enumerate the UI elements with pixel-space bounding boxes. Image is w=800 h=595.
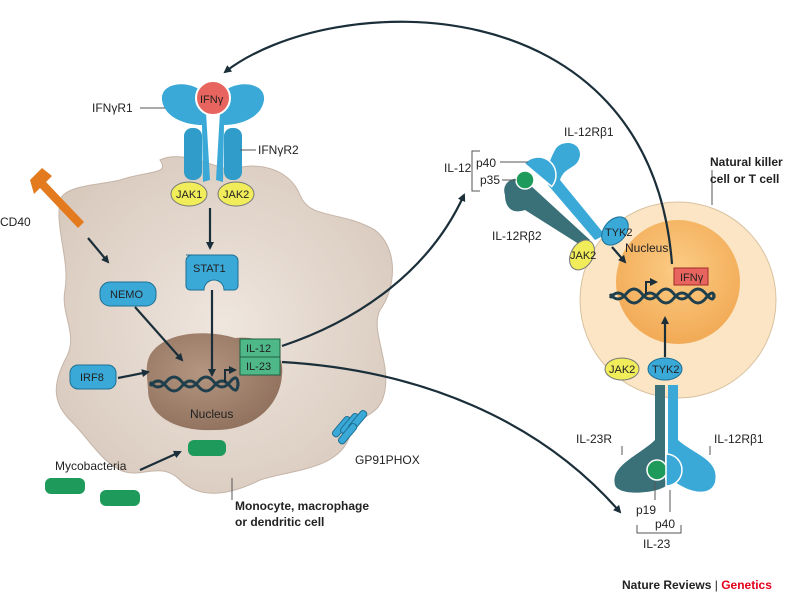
nemo-label: NEMO [110,289,143,301]
il12-secretion-arrow [281,193,466,348]
stat1-label: STAT1 [193,263,226,275]
ifng-receptor [161,80,265,182]
dna-icon [148,375,240,393]
mycobacterium [188,440,226,456]
nucleus-label: Nucleus [190,407,233,421]
il12rb1-label: IL-12Rβ1 [564,125,614,139]
il23-receptor [614,385,716,493]
cd40-receptor [30,168,84,228]
jak2-label: JAK2 [570,250,596,262]
tyk2-kinase-bottom [647,357,683,381]
gp91phox-label: GP91PHOX [355,453,420,467]
p19-label: p19 [636,503,656,517]
jak2-kinase [569,239,595,271]
il23-secretion-arrow [281,360,622,514]
mycobacterium [100,490,140,506]
jak1-label: JAK1 [176,189,202,201]
transcription-arrow [645,278,658,294]
p40-label: p40 [476,156,496,170]
macrophage-cell-label: Monocyte, macrophage [235,499,369,513]
journal-credit: Nature Reviews | Genetics [622,578,772,592]
il23-gene-label: IL-23 [246,361,271,373]
il12-label: IL-12 [444,161,472,175]
tyk2-kinase [601,216,629,246]
ifng-feedback-arrow [223,20,674,265]
ifng-gene-box [673,267,709,286]
ifngr2-label: IFNγR2 [258,143,299,157]
il12-receptor [504,143,605,246]
p35-label: p35 [480,173,500,187]
irf8-label: IRF8 [80,372,104,384]
nk-nucleus-label: Nucleus [625,241,668,255]
macrophage-cell [55,156,393,494]
p40-bottom-label: p40 [655,517,675,531]
il23-label: IL-23 [643,537,671,551]
il12rb1-bottom-label: IL-12Rβ1 [714,432,764,446]
il12-gene-label: IL-12 [246,343,271,355]
nk-cell-label-2: cell or T cell [710,172,779,186]
tyk2-bottom-label: TYK2 [652,364,680,376]
cd40-label: CD40 [0,215,31,229]
jak2-bottom-label: JAK2 [609,364,635,376]
jak2-kinase [217,181,255,207]
mycobacteria-label: Mycobacteria [55,459,127,473]
jak2-kinase-bottom [604,357,640,381]
mycobacterium [45,478,85,494]
il12rb2-label: IL-12Rβ2 [492,229,542,243]
ifng-gene-label: IFNγ [680,272,704,284]
il23r-label: IL-23R [576,432,612,446]
dna-icon [608,287,716,305]
gp91phox-icon [331,409,368,445]
jak2-label: JAK2 [223,189,249,201]
ifng-ligand-label: IFNγ [200,94,224,106]
transcription-arrow [224,366,237,382]
stat1-protein [185,254,239,291]
tyk2-label: TYK2 [605,227,633,239]
nemo-protein [99,281,157,307]
macrophage-cell-label-2: or dendritic cell [235,515,324,529]
jak1-kinase [170,181,208,207]
irf8-protein [69,364,117,390]
nk-cell-label: Natural killer [710,155,783,169]
il23-gene-box [239,356,281,376]
ifngr1-label: IFNγR1 [92,101,133,115]
